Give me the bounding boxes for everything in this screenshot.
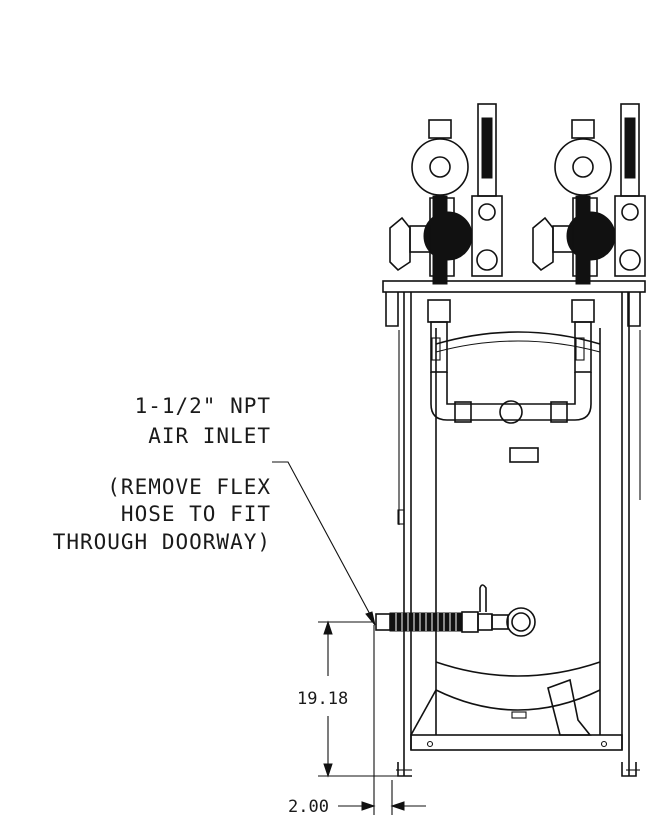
tank-inlet-flange [506,607,536,637]
manifold-coupling-right [550,401,568,423]
dim-arrow-bottom [323,763,333,778]
gauge-right [575,337,585,361]
motor-box-right [614,195,646,277]
callout-line-2: AIR INLET [148,424,271,448]
offset-dimension-value: 2.00 [288,797,329,817]
valve-port [477,613,493,631]
air-inlet-assembly [375,584,536,637]
filter-cap-left [428,119,452,139]
fan-shroud-right [566,211,616,261]
plate-bracket-right [627,292,641,327]
base-bolt-right [600,740,608,748]
offset-arrow-right [390,801,405,811]
cylinder-fins-right [575,195,591,285]
intake-filter-core-left [429,156,451,178]
height-dimension: 19.18 [297,620,405,778]
valve-handle [479,584,487,612]
intake-filter-core-right [572,156,594,178]
callout-line-4: HOSE TO FIT [121,502,271,526]
manifold-coupling-left [454,401,472,423]
tank-inlet-bore [511,612,531,632]
cylinder-fins-left [432,195,448,285]
inlet-coupling [375,613,391,631]
union-right [571,299,595,323]
offset-dimension: 2.00 [288,625,426,817]
callout-leader-line [272,461,373,619]
intake-filter-right [554,138,612,196]
hose-ribs [395,613,457,631]
manifold-check-valve [499,400,523,424]
filter-cap-right [571,119,595,139]
tank-frame [382,280,646,777]
exhaust-fins-right [624,117,636,179]
foot-right [621,762,637,777]
motor-port-lower-right [619,249,641,271]
foot-left [397,762,412,777]
brace-clip-left [397,509,405,525]
compressor-left [389,103,503,285]
compressor-right [532,103,646,285]
leader-arrowhead [365,611,376,626]
riser-left [430,321,448,373]
intake-filter-left [411,138,469,196]
tank-bottom-head [435,689,601,711]
height-dimension-value: 19.18 [297,689,348,709]
fan-shroud-left [423,211,473,261]
drive-end-left [389,216,411,272]
callout-line-1: 1-1/2" NPT [135,394,271,418]
motor-box-left [471,195,503,277]
inlet-nipple [491,614,509,630]
tank-lower-seam [435,661,601,677]
base-plate [410,734,623,751]
dim-arrow-top [323,620,333,635]
manifold-outer [430,372,592,421]
drive-end-right [532,216,554,272]
coupling-left [409,225,431,253]
manifold-inner [446,372,576,405]
nameplate [509,447,539,463]
offset-arrow-left [361,801,376,811]
motor-port-lower-left [476,249,498,271]
union-left [427,299,451,323]
manifold-piping [427,299,595,424]
top-plate [382,280,646,293]
motor-port-left [478,203,496,221]
base-bolt-left [426,740,434,748]
motor-port-right [621,203,639,221]
drain-bracket [547,678,592,736]
exhaust-fins-left [481,117,493,179]
coupling-right [552,225,574,253]
saddle-left [410,689,437,736]
tank-top-head [435,331,601,345]
plate-bracket-left [385,292,399,327]
air-inlet-callout: 1-1/2" NPT AIR INLET (REMOVE FLEX HOSE T… [53,394,376,626]
tank-body [410,328,601,736]
drain-fitting [511,711,527,719]
riser-right [574,321,592,373]
valve-body [461,611,479,633]
tank-top-seam [435,340,601,353]
callout-line-5: THROUGH DOORWAY) [53,530,271,554]
callout-line-3: (REMOVE FLEX [107,475,271,499]
gauge-left [431,337,441,361]
